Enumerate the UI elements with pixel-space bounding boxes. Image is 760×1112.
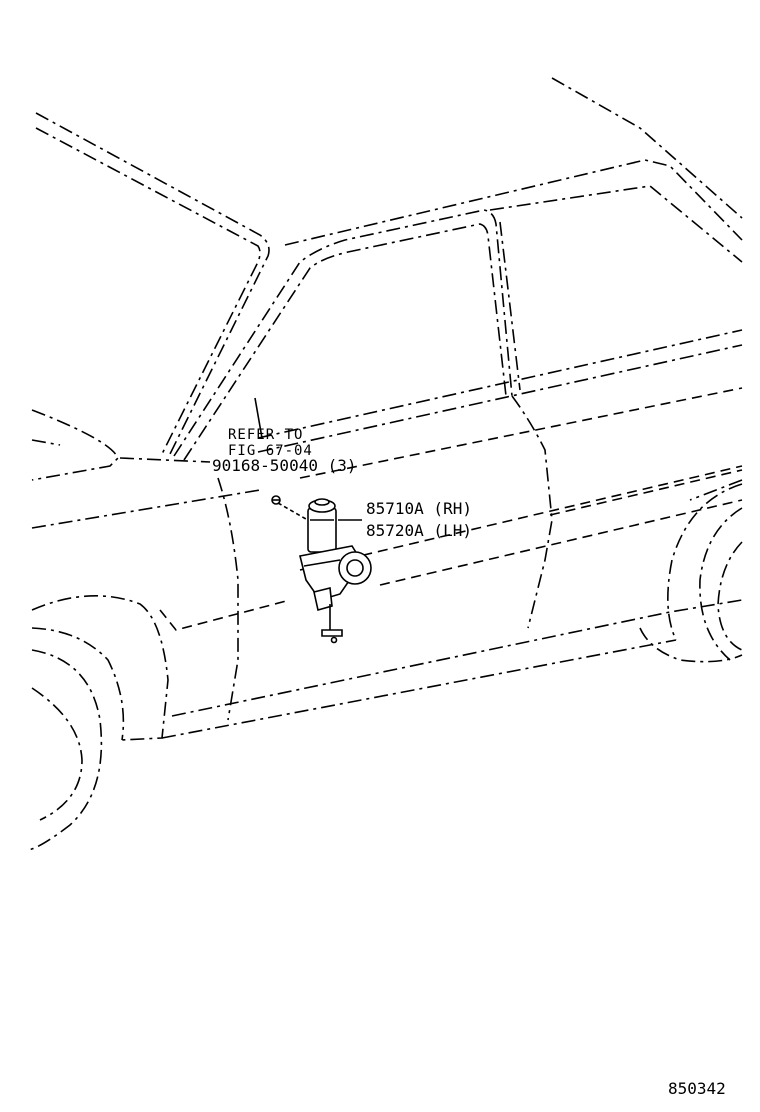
figure-number: 850342 xyxy=(668,1079,726,1098)
car-body-outline xyxy=(27,77,743,851)
door-lock-motor-icon xyxy=(299,498,372,644)
screw-part-number: 90168-50040 (3) xyxy=(212,456,357,475)
screw-icon xyxy=(271,495,281,505)
motor-part-number-lh: 85720A (LH) xyxy=(366,521,472,540)
refer-label-line2: FIG 67-04 xyxy=(228,443,313,459)
refer-label-line1: REFER TO xyxy=(228,427,303,443)
leader-lines xyxy=(254,397,362,521)
motor-part-number-rh: 85710A (RH) xyxy=(366,499,472,518)
